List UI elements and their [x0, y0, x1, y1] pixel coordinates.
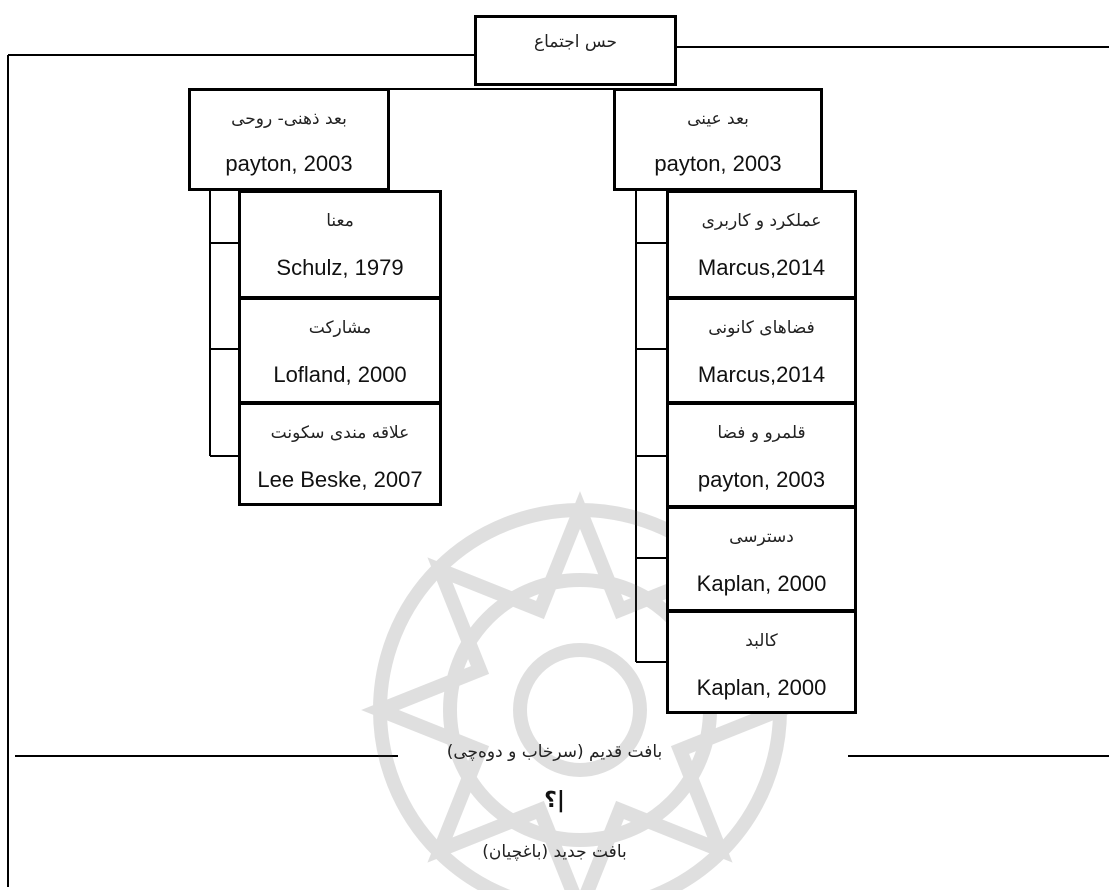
left-dimension-title: بعد ذهنی- روحی [231, 109, 347, 129]
right-item-citation: Kaplan, 2000 [696, 675, 827, 700]
left-item-title: مشارکت [308, 318, 372, 338]
left-item-title: علاقه مندی سکونت [270, 423, 410, 443]
right-dimension-citation: payton, 2003 [654, 151, 782, 176]
right-item-physical-form: کالبد Kaplan, 2000 [666, 610, 857, 714]
right-item-citation: Kaplan, 2000 [696, 571, 827, 596]
left-item-title: معنا [326, 211, 354, 231]
right-item-citation: Marcus,2014 [697, 362, 826, 387]
right-item-access: دسترسی Kaplan, 2000 [666, 506, 857, 612]
left-item-citation: Schulz, 1979 [276, 255, 404, 280]
root-label: حس اجتماع [533, 32, 618, 52]
left-item-citation: Lee Beske, 2007 [257, 467, 423, 492]
left-item-meaning: معنا Schulz, 1979 [238, 190, 442, 299]
right-item-title: عملکرد و کاربری [701, 211, 822, 231]
right-item-function-use: عملکرد و کاربری Marcus,2014 [666, 190, 857, 299]
right-item-focal-spaces: فضاهای کانونی Marcus,2014 [666, 297, 857, 404]
right-item-territory-space: قلمرو و فضا payton, 2003 [666, 402, 857, 508]
left-item-participation: مشارکت Lofland, 2000 [238, 297, 442, 404]
right-item-title: کالبد [745, 631, 778, 651]
left-dimension-node: بعد ذهنی- روحی payton, 2003 [188, 88, 390, 191]
old-fabric-label: بافت قدیم (سرخاب و دوه‌چی) [446, 742, 663, 762]
right-item-title: دسترسی [729, 527, 794, 547]
question-mark: ؟| [544, 788, 565, 813]
right-item-citation: Marcus,2014 [697, 255, 826, 280]
root-node: حس اجتماع [474, 15, 677, 86]
right-item-citation: payton, 2003 [697, 467, 826, 492]
new-fabric-label: بافت جدید (باغچیان) [482, 842, 627, 862]
left-item-residence-interest: علاقه مندی سکونت Lee Beske, 2007 [238, 402, 442, 506]
right-item-title: فضاهای کانونی [708, 318, 815, 338]
right-dimension-title: بعد عینی [687, 109, 749, 129]
left-dimension-citation: payton, 2003 [225, 151, 353, 176]
right-item-title: قلمرو و فضا [717, 423, 806, 443]
left-item-citation: Lofland, 2000 [273, 362, 407, 387]
right-dimension-node: بعد عینی payton, 2003 [613, 88, 823, 191]
